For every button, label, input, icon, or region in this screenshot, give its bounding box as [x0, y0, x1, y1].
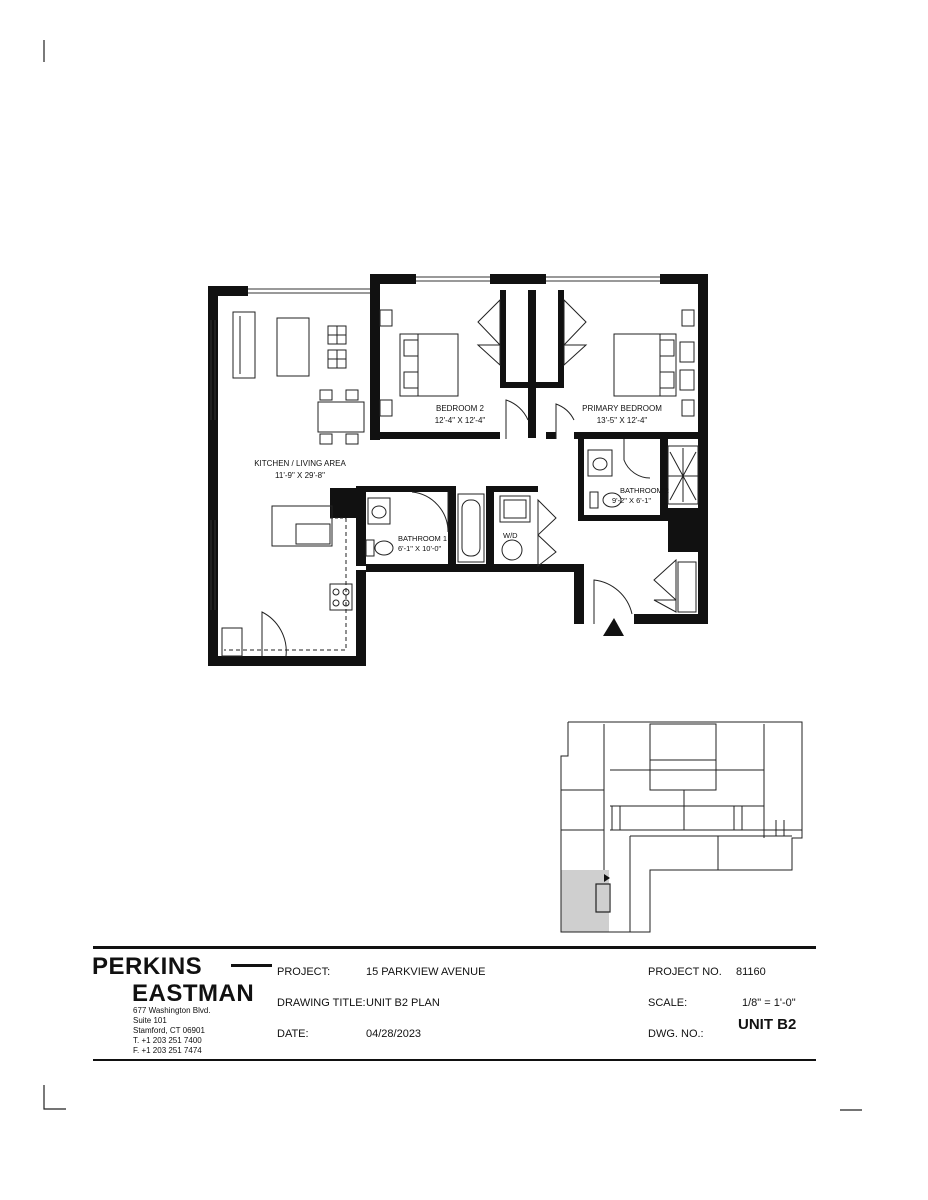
- drawing-title-value: UNIT B2 PLAN: [366, 997, 440, 1009]
- firm-logo-line1: PERKINS: [92, 953, 203, 980]
- primary-bedroom-name: PRIMARY BEDROOM: [582, 404, 662, 413]
- title-block-rules: [93, 946, 816, 1061]
- project-no-label: PROJECT NO.: [648, 966, 722, 978]
- kitchen-living-name: KITCHEN / LIVING AREA: [254, 459, 346, 468]
- dwg-no-label: DWG. NO.:: [648, 1028, 704, 1040]
- washer-dryer-label: W/D: [503, 531, 518, 540]
- scale-value: 1/8" = 1'-0": [742, 997, 796, 1009]
- drawing-title-label: DRAWING TITLE:: [277, 997, 366, 1009]
- bedroom2-name: BEDROOM 2: [436, 404, 485, 413]
- scale-label: SCALE:: [648, 997, 688, 1009]
- bathroom2-name: BATHROOM 2: [620, 486, 669, 495]
- bathroom2-dims: 9'-2" X 6'-1": [612, 496, 651, 505]
- key-plan: [560, 721, 803, 933]
- address-line: Stamford, CT 06901: [133, 1026, 205, 1035]
- project-label: PROJECT:: [277, 966, 331, 978]
- primary-bedroom-dims: 13'-5" X 12'-4": [597, 416, 648, 425]
- windows: [210, 276, 660, 610]
- project-no-value: 81160: [736, 966, 766, 978]
- firm-logo-line2: EASTMAN: [132, 980, 255, 1007]
- entry-arrow-icon: [603, 618, 624, 636]
- kitchen-fixtures: [221, 311, 365, 657]
- bedroom2-dims: 12'-4" X 12'-4": [435, 416, 486, 425]
- address-line: T. +1 203 251 7400: [133, 1036, 202, 1045]
- address-line: Suite 101: [133, 1016, 167, 1025]
- bath-fixtures: [365, 439, 699, 624]
- project-value: 15 PARKVIEW AVENUE: [366, 966, 486, 978]
- bathroom1-dims: 6'-1" X 10'-0": [398, 544, 442, 553]
- shower-drain-icon: [668, 448, 698, 502]
- key-plan-highlight: [561, 870, 609, 932]
- bedroom-fixtures: [379, 298, 695, 439]
- date-value: 04/28/2023: [366, 1028, 422, 1040]
- address-line: F. +1 203 251 7474: [133, 1046, 202, 1055]
- floor-plan: BEDROOM 2 12'-4" X 12'-4" PRIMARY BEDROO…: [208, 274, 708, 666]
- exterior-walls: [208, 274, 708, 666]
- date-label: DATE:: [277, 1028, 309, 1040]
- dwg-no-value: UNIT B2: [738, 1016, 797, 1033]
- interior-walls: [356, 290, 698, 566]
- crop-marks: [43, 40, 862, 1111]
- address-line: 677 Washington Blvd.: [133, 1006, 211, 1015]
- bathroom1-name: BATHROOM 1: [398, 534, 447, 543]
- kitchen-living-dims: 11'-9" X 29'-8": [275, 471, 325, 480]
